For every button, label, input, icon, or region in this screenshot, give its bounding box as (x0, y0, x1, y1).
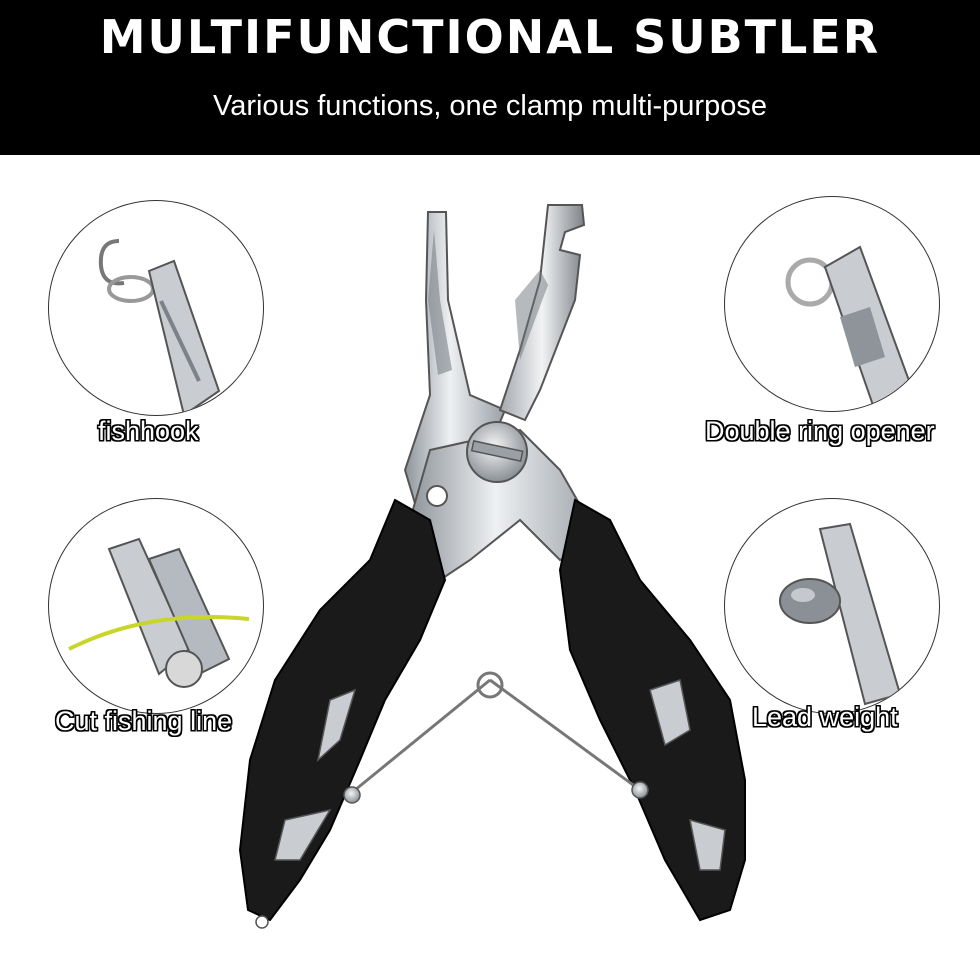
page-subtitle: Various functions, one clamp multi-purpo… (213, 90, 767, 122)
page-title: MULTIFUNCTIONAL SUBTLER (99, 10, 881, 64)
double-ring-opener-detail-image (724, 196, 940, 412)
fishhook-detail-image (48, 200, 264, 416)
lead-weight-label: Lead weight (752, 702, 898, 732)
header-banner: MULTIFUNCTIONAL SUBTLER Various function… (0, 0, 980, 155)
lead-weight-icon (779, 522, 902, 706)
double-ring-opener-label: Double ring opener (705, 416, 935, 446)
fishhook-icon (98, 239, 221, 415)
lead-weight-detail-image (724, 498, 940, 714)
fishhook-label: fishhook (98, 416, 199, 446)
line-cutter-icon (68, 537, 250, 688)
split-ring-icon (785, 245, 917, 411)
cut-fishing-line-detail-image (48, 498, 264, 714)
cut-fishing-line-label: Cut fishing line (55, 706, 233, 736)
